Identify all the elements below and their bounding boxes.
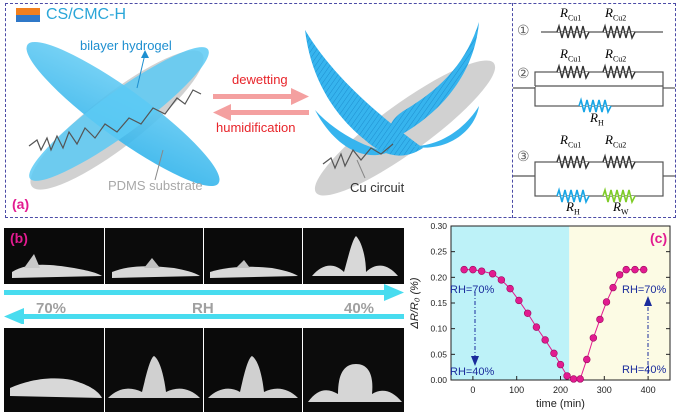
circuit3-label-r-cu2: RCu2 — [605, 132, 627, 150]
circuit3-r-h — [556, 187, 590, 205]
ann-arrowhead-left — [471, 356, 479, 366]
data-point — [631, 265, 639, 274]
annotation-top-right: RH=70% — [622, 284, 667, 296]
chart-region-0 — [451, 226, 570, 380]
data-point — [469, 265, 477, 274]
x-axis-label: time (min) — [536, 398, 585, 410]
rh-label-center: RH — [192, 300, 214, 317]
y-tick-label-0: 0.00 — [430, 375, 447, 385]
circuit2-label-r-h: RH — [590, 110, 604, 128]
circuit3-label-r-w: RW — [613, 199, 629, 217]
y-tick-label-5: 0.25 — [430, 247, 447, 257]
data-point — [640, 265, 648, 274]
panel-a — [5, 3, 676, 218]
y-tick-label-3: 0.15 — [430, 298, 447, 308]
legend-label: CS/CMC-H — [46, 6, 126, 23]
data-point — [615, 271, 624, 279]
y-tick-label-1: 0.05 — [430, 349, 447, 359]
data-point — [556, 360, 565, 369]
curled-cu-circuit — [322, 143, 394, 170]
data-point — [622, 265, 630, 274]
legend-bilayer-swatch — [16, 8, 40, 22]
circuit-box — [512, 3, 513, 218]
annotation-top-left: RH=70% — [450, 284, 495, 296]
circuit1-r-cu2 — [602, 23, 636, 41]
flat-cu-circuit — [28, 89, 202, 152]
panel-b-label: (b) — [10, 230, 28, 246]
y-axis-label: ΔR/R₀ (%) — [409, 277, 421, 329]
circuit2-number: ② — [517, 65, 530, 81]
ann-arrowhead-right — [644, 296, 652, 306]
panel-a-illustration — [26, 22, 496, 196]
curled-hydrogel-right — [389, 22, 479, 138]
label-humidification: humidification — [216, 120, 296, 135]
data-point — [477, 267, 486, 275]
data-point — [596, 315, 604, 324]
circuit1-label-r-cu1: RCu1 — [560, 5, 582, 23]
photo-strip-top — [4, 228, 404, 284]
circuit1-number: ① — [517, 22, 530, 38]
rh-label-left: 70% — [36, 300, 67, 317]
circuit-diagrams — [513, 23, 675, 205]
circuit1-r-cu1 — [556, 23, 590, 41]
arrow-humidification — [213, 104, 309, 121]
y-tick-label-2: 0.10 — [430, 324, 447, 334]
circuit2-label-r-cu2: RCu2 — [605, 46, 627, 64]
chart-region-1 — [569, 226, 670, 380]
circuit3-label-r-cu1: RCu1 — [560, 132, 582, 150]
panel-c-chart: 0 100 200 300 400 0.00 0.05 0.10 0.15 0.20 0.25 0.3… — [409, 221, 671, 410]
x-tick-label-0: 0 — [470, 385, 475, 395]
circuit3-number: ③ — [517, 148, 530, 164]
data-point — [532, 323, 541, 331]
data-point — [583, 355, 591, 364]
data-point — [506, 284, 514, 293]
annotation-bottom-left: RH=40% — [450, 366, 495, 378]
data-point — [541, 336, 549, 344]
circuit2-label-r-cu1: RCu1 — [560, 46, 582, 64]
circuit2-r-cu2 — [602, 63, 636, 81]
data-point — [497, 276, 506, 284]
data-point — [523, 309, 532, 317]
x-tick-label-100: 100 — [509, 385, 524, 395]
data-point — [460, 265, 468, 274]
data-point — [515, 296, 523, 305]
label-bilayer-hydrogel: bilayer hydrogel — [80, 38, 172, 53]
flat-hydrogel — [26, 41, 220, 187]
arrow-dewetting — [213, 88, 309, 105]
y-tick-label-4: 0.20 — [430, 272, 447, 282]
x-tick-label-300: 300 — [597, 385, 612, 395]
x-tick-label-400: 400 — [641, 385, 656, 395]
panel-a-label: (a) — [12, 196, 30, 212]
label-dewetting: dewetting — [232, 72, 288, 87]
photo-strip-bottom — [4, 328, 404, 412]
data-point — [609, 283, 617, 292]
data-point — [488, 270, 497, 278]
data-point — [563, 372, 571, 380]
label-cu-circuit: Cu circuit — [350, 180, 405, 195]
rh-arrows — [4, 284, 404, 324]
rh-label-right: 40% — [344, 300, 375, 317]
x-tick-label-200: 200 — [553, 385, 568, 395]
data-point — [550, 349, 558, 358]
label-pdms-substrate: PDMS substrate — [108, 178, 203, 193]
data-point — [576, 375, 584, 383]
circuit2-r-cu1 — [556, 63, 590, 81]
circuit2-r-h — [578, 97, 612, 115]
circuit3-r-w — [602, 187, 636, 205]
circuit3-r-cu1 — [556, 153, 590, 171]
y-tick-label-6: 0.30 — [430, 221, 447, 231]
data-point — [569, 375, 578, 383]
data-point — [602, 298, 611, 306]
data-point — [589, 334, 598, 342]
circuit3-label-r-h: RH — [566, 199, 580, 217]
circuit1-label-r-cu2: RCu2 — [605, 5, 627, 23]
curled-hydrogel-left — [305, 30, 423, 156]
annotation-bottom-right: RH=40% — [622, 364, 667, 376]
panel-c-label: (c) — [650, 230, 668, 246]
circuit3-r-cu2 — [602, 153, 636, 171]
